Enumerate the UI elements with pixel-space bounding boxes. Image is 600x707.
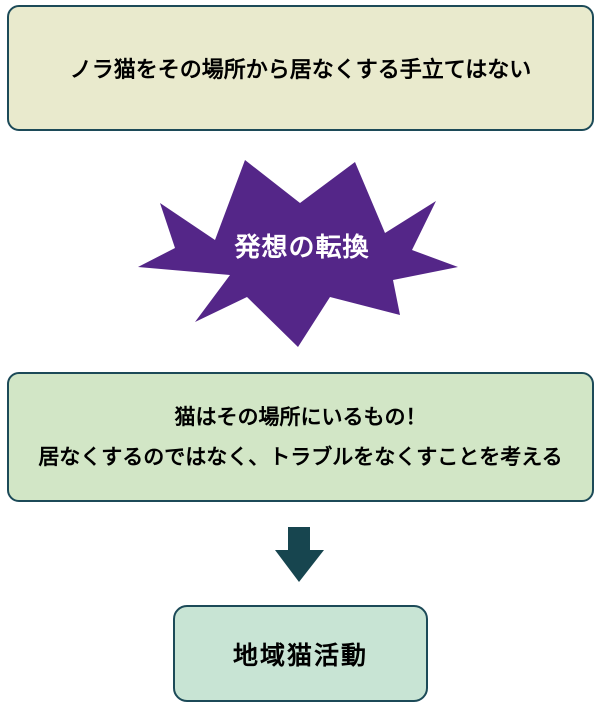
middle-statement-line2: 居なくするのではなく、トラブルをなくすことを考える	[38, 445, 563, 469]
top-statement-text: ノラ猫をその場所から居なくする手立てはない	[69, 58, 532, 83]
middle-statement-box: 猫はその場所にいるもの！ 居なくするのではなく、トラブルをなくすことを考える	[7, 372, 594, 502]
burst-label: 発想の転換	[234, 233, 370, 263]
bottom-result-text: 地域猫活動	[232, 640, 368, 670]
down-arrow-icon	[275, 527, 324, 582]
top-statement-box: ノラ猫をその場所から居なくする手立てはない	[7, 5, 594, 131]
bottom-result-box: 地域猫活動	[173, 605, 428, 702]
middle-statement-line1: 猫はその場所にいるもの！	[174, 405, 427, 429]
